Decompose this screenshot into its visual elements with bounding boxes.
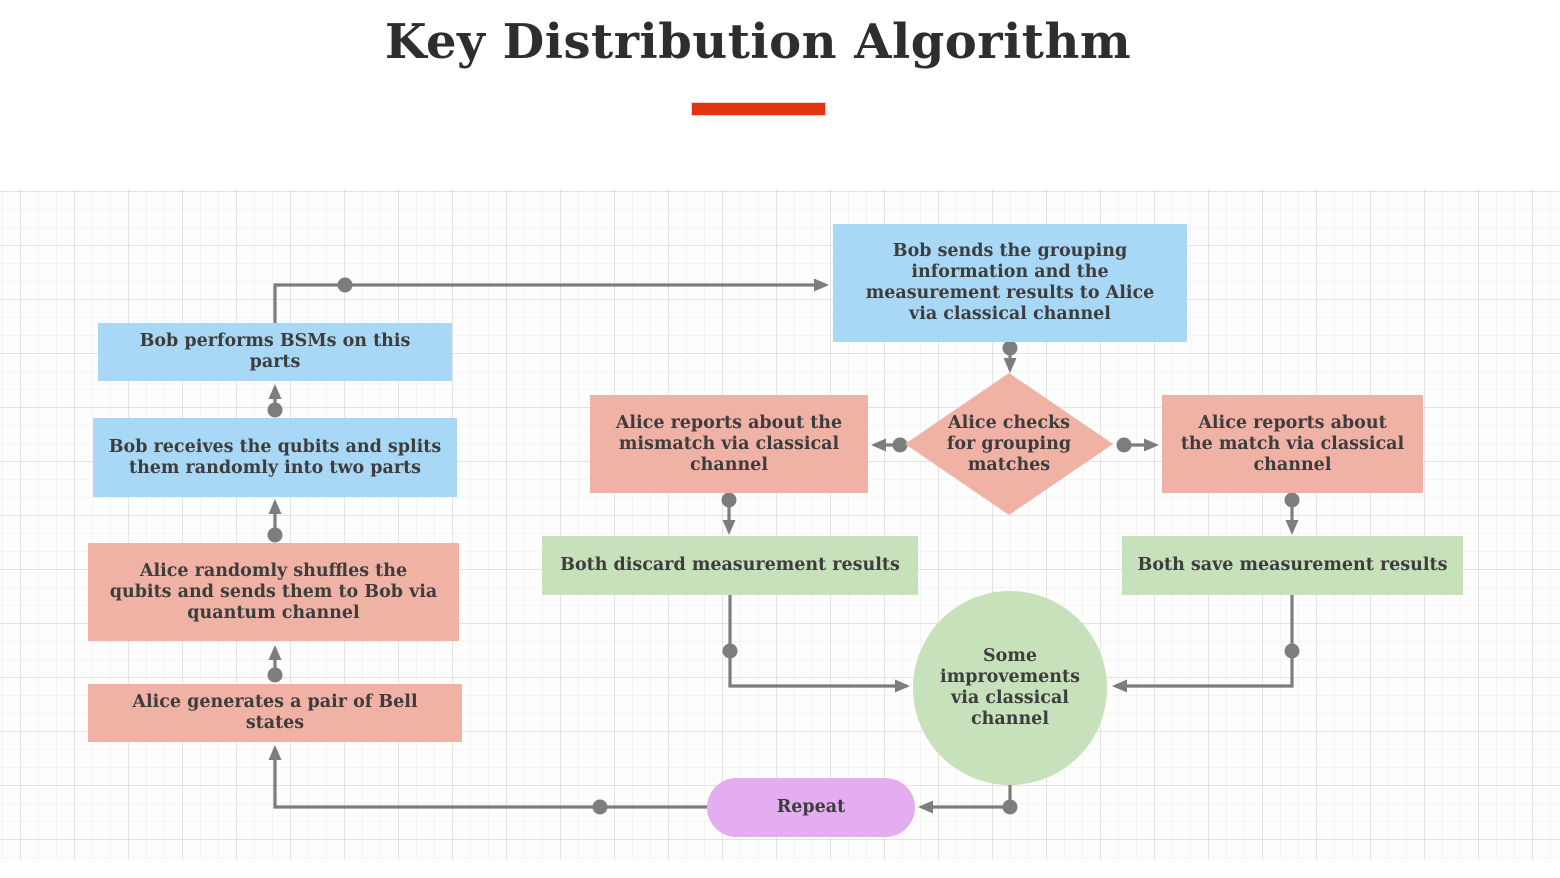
node-bob-sends-grouping-info: Bob sends the grouping information and t… [833, 224, 1187, 342]
edge-repeat-bell [268, 745, 707, 809]
node-label: Both save measurement results [1137, 555, 1448, 575]
node-alice-shuffles-qubits: Alice randomly shuffles the qubits and s… [88, 543, 459, 641]
edge-bsm-sends [273, 278, 829, 323]
page-header: Key Distribution Algorithm [0, 0, 1516, 116]
node-label: Bob sends the grouping information and t… [865, 241, 1155, 324]
node-label: Alice reports about the mismatch via cla… [615, 412, 843, 475]
node-bob-receives-qubits: Bob receives the qubits and splits them … [93, 418, 457, 497]
edge-improve-repeat [918, 785, 1012, 814]
flowchart-canvas: Bob performs BSMs on this parts Bob rece… [0, 190, 1560, 860]
node-label: Alice reports about the match via classi… [1180, 412, 1405, 475]
node-label: Alice checks for grouping matches [946, 412, 1072, 475]
edge-save-improve [1112, 595, 1294, 693]
node-label: Alice generates a pair of Bell states [132, 692, 418, 733]
node-some-improvements: Some improvements via classical channel [913, 591, 1107, 785]
node-both-discard-results: Both discard measurement results [542, 536, 918, 595]
connector-layer [267, 277, 1300, 815]
node-label: Alice randomly shuffles the qubits and s… [109, 560, 438, 623]
connector-dots [267, 277, 1300, 815]
node-label: Both discard measurement results [560, 555, 900, 575]
node-both-save-results: Both save measurement results [1122, 536, 1463, 595]
title-underline [690, 102, 826, 116]
node-alice-generates-bell-states: Alice generates a pair of Bell states [88, 684, 462, 742]
page-title: Key Distribution Algorithm [384, 14, 1132, 70]
node-alice-reports-match: Alice reports about the match via classi… [1162, 395, 1423, 493]
node-alice-reports-mismatch: Alice reports about the mismatch via cla… [590, 395, 868, 493]
node-label: Bob receives the qubits and splits them … [108, 436, 442, 478]
node-bob-performs-bsm: Bob performs BSMs on this parts [98, 323, 452, 381]
edge-discard-improve [728, 595, 910, 693]
node-label: Repeat [776, 797, 846, 817]
node-label: Bob performs BSMs on this parts [139, 331, 411, 372]
node-repeat: Repeat [707, 778, 915, 837]
node-label: Some improvements via classical channel [940, 646, 1080, 729]
